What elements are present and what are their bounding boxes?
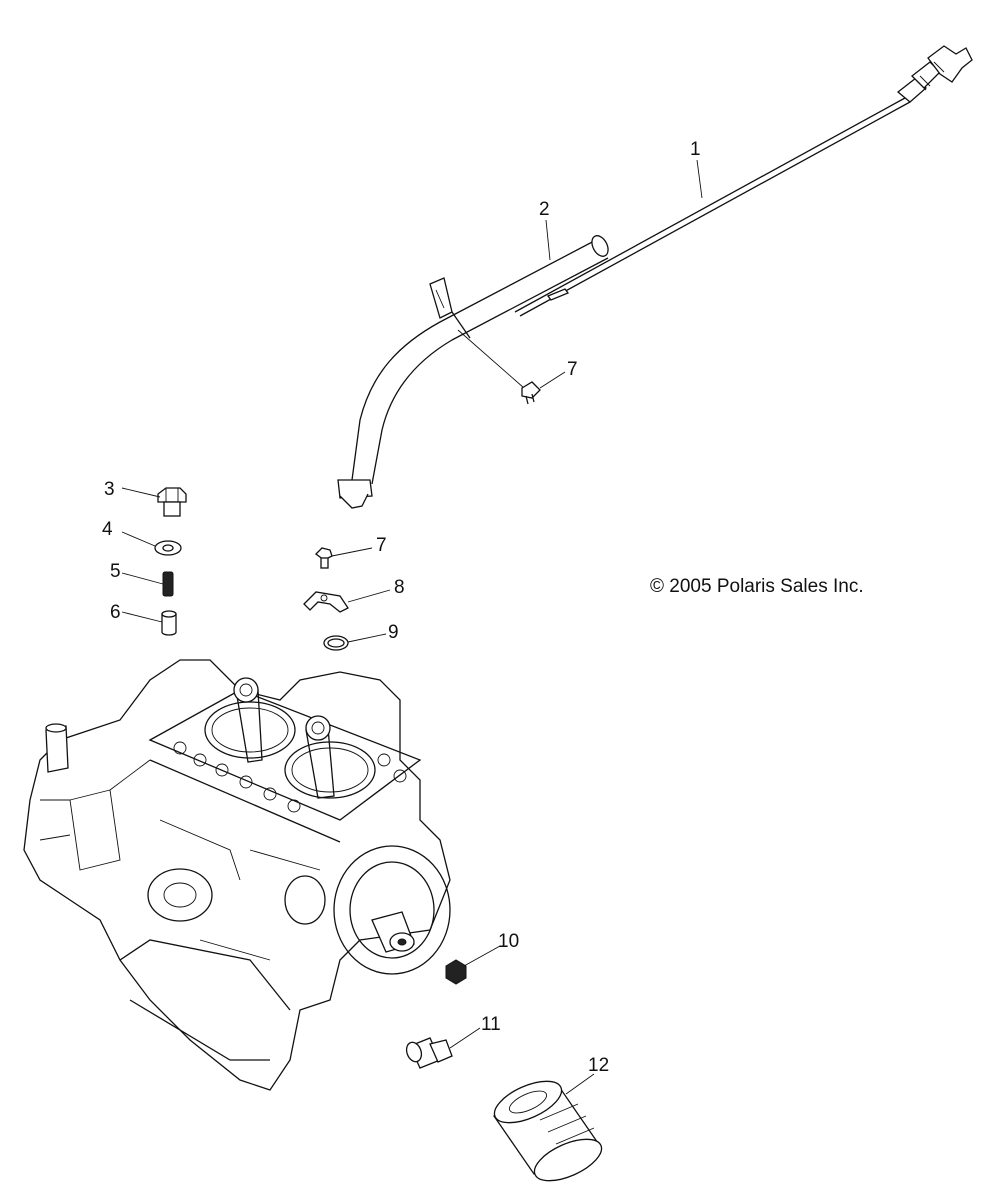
bolt-part-7-upper xyxy=(521,381,541,405)
callout-7-lower: 7 xyxy=(376,535,387,556)
pin-part-6 xyxy=(161,610,177,636)
oring-part-9 xyxy=(323,635,349,651)
callout-4: 4 xyxy=(102,519,113,540)
washer-part-4 xyxy=(154,540,182,556)
dipstick-part xyxy=(514,45,973,317)
callout-2: 2 xyxy=(539,199,550,220)
bolt-part-7-lower xyxy=(315,547,333,569)
spring-part-5 xyxy=(162,571,174,597)
engine-crankcase xyxy=(23,659,451,1091)
callout-11: 11 xyxy=(481,1014,501,1035)
fitting-part-11 xyxy=(405,1037,453,1069)
leader-lines xyxy=(121,159,703,1095)
callout-1: 1 xyxy=(690,139,701,160)
callout-numbers: 1 2 7 3 4 5 6 7 8 9 10 11 12 xyxy=(102,139,701,1076)
dipstick-tube-part xyxy=(337,235,609,509)
copyright-text: © 2005 Polaris Sales Inc. xyxy=(650,576,864,597)
bolt-part-3 xyxy=(157,487,187,517)
callout-7-upper: 7 xyxy=(567,359,578,380)
callout-12: 12 xyxy=(588,1055,609,1076)
bracket-part-8 xyxy=(303,591,349,613)
callout-3: 3 xyxy=(104,479,115,500)
callout-9: 9 xyxy=(388,622,399,643)
callout-10: 10 xyxy=(498,931,519,952)
oil-filter-part-12 xyxy=(493,1080,603,1182)
plug-part-10 xyxy=(445,959,467,985)
callout-5: 5 xyxy=(110,561,121,582)
callout-8: 8 xyxy=(394,577,405,598)
callout-6: 6 xyxy=(110,602,121,623)
